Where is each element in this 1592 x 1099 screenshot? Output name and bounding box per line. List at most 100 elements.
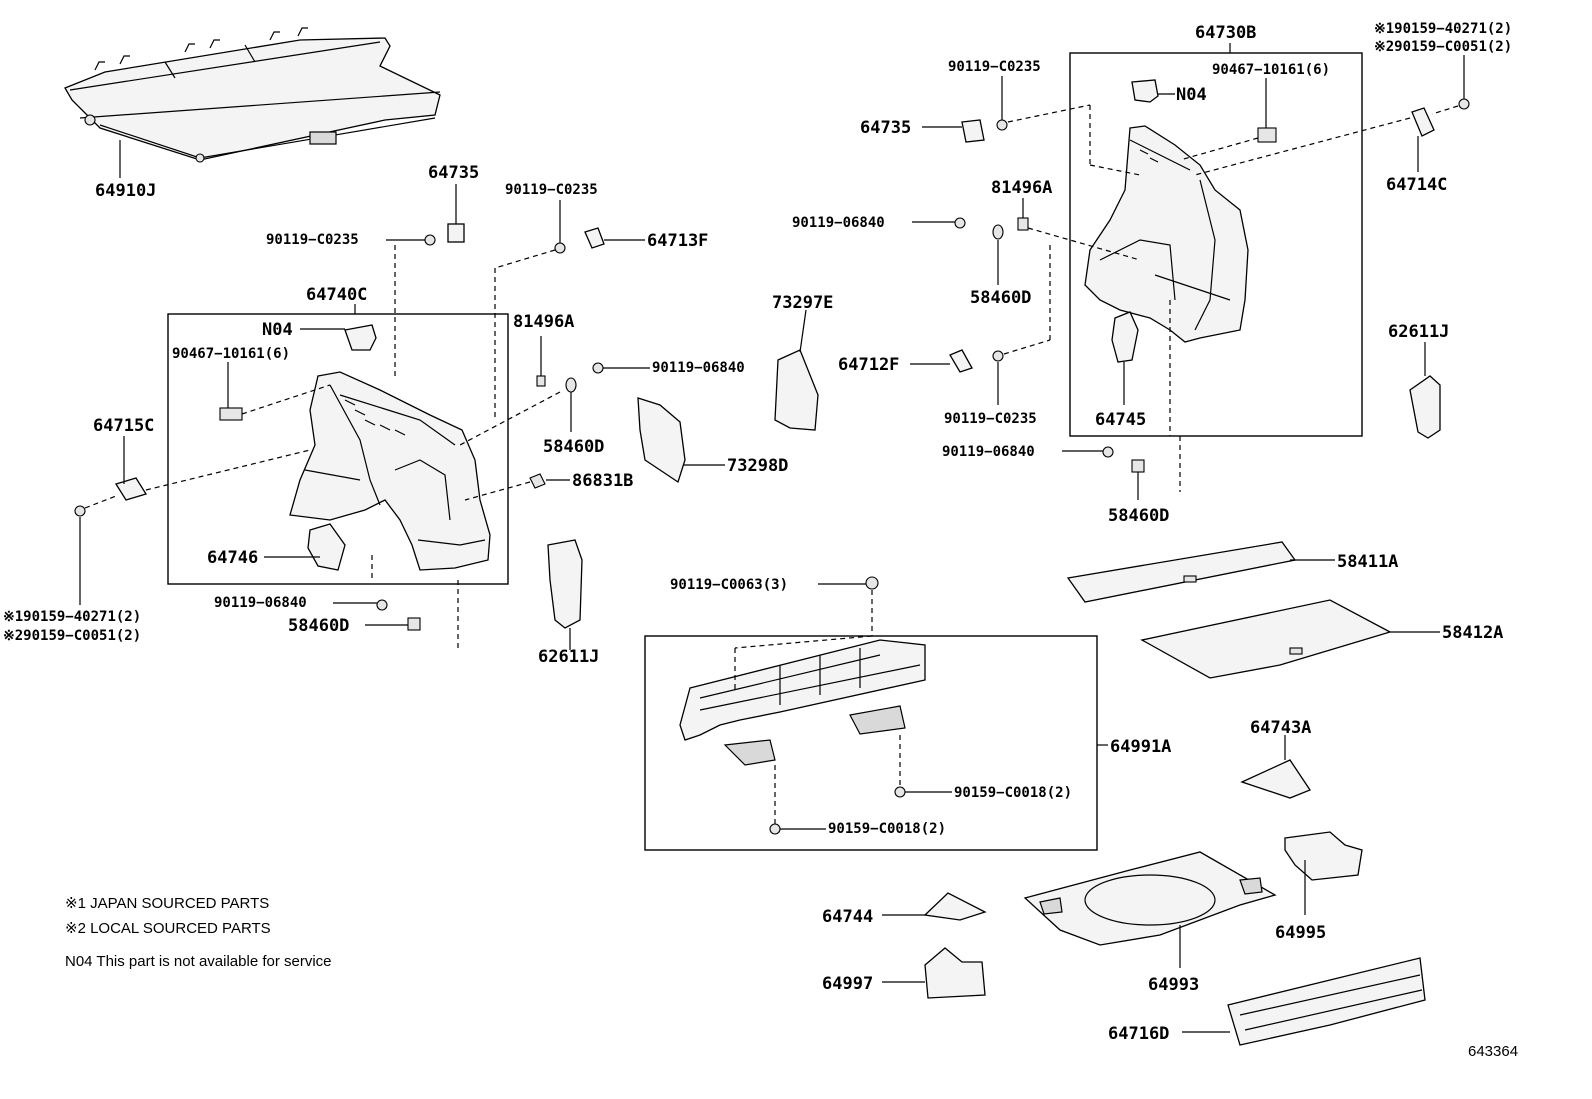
label-29-right: ※290159−C0051(2) <box>1374 39 1512 55</box>
nut-81496a-right[interactable] <box>1017 217 1029 231</box>
screw-90159-left[interactable] <box>74 505 86 517</box>
label-64740c: 64740C <box>306 285 367 305</box>
label-62611j-right: 62611J <box>1388 322 1449 342</box>
bracket-64735-left[interactable] <box>447 223 465 243</box>
label-90119-c0063: 90119−C0063(3) <box>670 577 788 593</box>
label-73297e: 73297E <box>772 293 833 313</box>
tray-64993[interactable] <box>1023 851 1277 946</box>
label-58411a: 58411A <box>1337 552 1398 572</box>
label-73298d: 73298D <box>727 456 788 476</box>
bolt-90159-c0018-a[interactable] <box>894 786 906 798</box>
quarter-trim-panel-right[interactable] <box>1084 125 1249 343</box>
tray-64991a[interactable] <box>679 639 926 766</box>
label-64744: 64744 <box>822 907 873 927</box>
label-64991a: 64991A <box>1110 737 1171 757</box>
label-90119-06840-left: 90119−06840 <box>214 595 307 611</box>
label-64743a: 64743A <box>1250 718 1311 738</box>
note-n04: N04 This part is not available for servi… <box>65 953 332 970</box>
label-64716d: 64716D <box>1108 1024 1169 1044</box>
screw-90119-c0235-c[interactable] <box>996 119 1008 131</box>
bracket-64713f[interactable] <box>584 227 605 249</box>
note-japan-sourced: ※1 JAPAN SOURCED PARTS <box>65 895 269 912</box>
grommet-58460d-c[interactable] <box>992 224 1004 240</box>
bracket-64714c[interactable] <box>1411 107 1435 137</box>
label-64993: 64993 <box>1148 975 1199 995</box>
label-58412a: 58412A <box>1442 623 1503 643</box>
screw-90119-06840-d[interactable] <box>1102 446 1114 458</box>
board-58411a[interactable] <box>1066 541 1297 603</box>
label-64715c: 64715C <box>93 416 154 436</box>
clip-n04-left[interactable] <box>344 324 377 351</box>
label-58460d-c: 58460D <box>970 288 1031 308</box>
pad-62611j-right[interactable] <box>1409 375 1441 439</box>
bolt-90119-c0063[interactable] <box>865 576 879 590</box>
label-64910j: 64910J <box>95 181 156 201</box>
box-64995[interactable] <box>1284 831 1363 881</box>
label-64735-left: 64735 <box>428 163 479 183</box>
mat-58412a[interactable] <box>1140 599 1392 679</box>
pad-62611j-left[interactable] <box>547 539 583 629</box>
label-29-left: ※290159−C0051(2) <box>3 628 141 644</box>
label-64713f: 64713F <box>647 231 708 251</box>
label-90119-c0235-c: 90119−C0235 <box>948 59 1041 75</box>
group-box-64740c <box>167 313 509 585</box>
screw-90119-06840-left[interactable] <box>376 599 388 611</box>
label-64735-right: 64735 <box>860 118 911 138</box>
screw-90119-c0235-a[interactable] <box>424 234 436 246</box>
label-90159-c0018-b: 90159−C0018(2) <box>828 821 946 837</box>
cover-64744[interactable] <box>923 892 987 921</box>
screw-90119-c0235-b[interactable] <box>554 242 566 254</box>
label-64714c: 64714C <box>1386 175 1447 195</box>
label-90119-c0235-a: 90119−C0235 <box>266 232 359 248</box>
nut-81496a-mid[interactable] <box>536 375 546 387</box>
bracket-64712f[interactable] <box>949 349 973 373</box>
label-90467-right: 90467−10161(6) <box>1212 62 1330 78</box>
screw-90159-right[interactable] <box>1458 98 1470 110</box>
label-64995: 64995 <box>1275 923 1326 943</box>
clip-86831b[interactable] <box>529 473 546 489</box>
cover-64743a[interactable] <box>1240 759 1311 799</box>
screw-90119-c0235-d[interactable] <box>992 350 1004 362</box>
clip-n04-right[interactable] <box>1131 79 1159 103</box>
screw-90119-06840-c[interactable] <box>954 217 966 229</box>
tonneau-cover-64910j[interactable] <box>64 27 441 163</box>
label-64745: 64745 <box>1095 410 1146 430</box>
cover-73298d[interactable] <box>637 397 686 484</box>
cover-73297e[interactable] <box>774 349 819 431</box>
bracket-64715c[interactable] <box>114 477 148 501</box>
grommet-58460d-left[interactable] <box>407 617 421 631</box>
label-90467-left: 90467−10161(6) <box>172 346 290 362</box>
bolt-90159-c0018-b[interactable] <box>769 823 781 835</box>
pad-64745[interactable] <box>1111 311 1139 363</box>
label-64730b: 64730B <box>1195 23 1256 43</box>
label-64997: 64997 <box>822 974 873 994</box>
pad-64746[interactable] <box>307 523 346 571</box>
label-64746: 64746 <box>207 548 258 568</box>
note-local-sourced: ※2 LOCAL SOURCED PARTS <box>65 920 271 937</box>
label-62611j-left: 62611J <box>538 647 599 667</box>
label-58460d-left: 58460D <box>288 616 349 636</box>
grommet-58460d-mid[interactable] <box>565 377 577 393</box>
label-19-left: ※190159−40271(2) <box>3 609 141 625</box>
clip-90467-left[interactable] <box>219 407 243 421</box>
label-90159-c0018-a: 90159−C0018(2) <box>954 785 1072 801</box>
clip-90467-right[interactable] <box>1257 127 1277 143</box>
label-81496a-mid: 81496A <box>513 312 574 332</box>
label-90119-06840-mid: 90119−06840 <box>652 360 745 376</box>
group-box-64730b <box>1069 52 1363 437</box>
box-64997[interactable] <box>924 947 986 999</box>
label-81496a-right: 81496A <box>991 178 1052 198</box>
quarter-trim-panel-left[interactable] <box>289 371 491 571</box>
bracket-64735-right[interactable] <box>961 119 985 143</box>
figure-id: 643364 <box>1468 1043 1518 1060</box>
scuff-plate-64716d[interactable] <box>1227 957 1426 1046</box>
label-n04-left: N04 <box>262 320 293 340</box>
label-90119-06840-c: 90119−06840 <box>792 215 885 231</box>
label-58460d-d: 58460D <box>1108 506 1169 526</box>
screw-90119-06840-mid[interactable] <box>592 362 604 374</box>
label-90119-c0235-b: 90119−C0235 <box>505 182 598 198</box>
label-19-right: ※190159−40271(2) <box>1374 21 1512 37</box>
grommet-58460d-d[interactable] <box>1131 459 1145 473</box>
label-n04-right: N04 <box>1176 85 1207 105</box>
